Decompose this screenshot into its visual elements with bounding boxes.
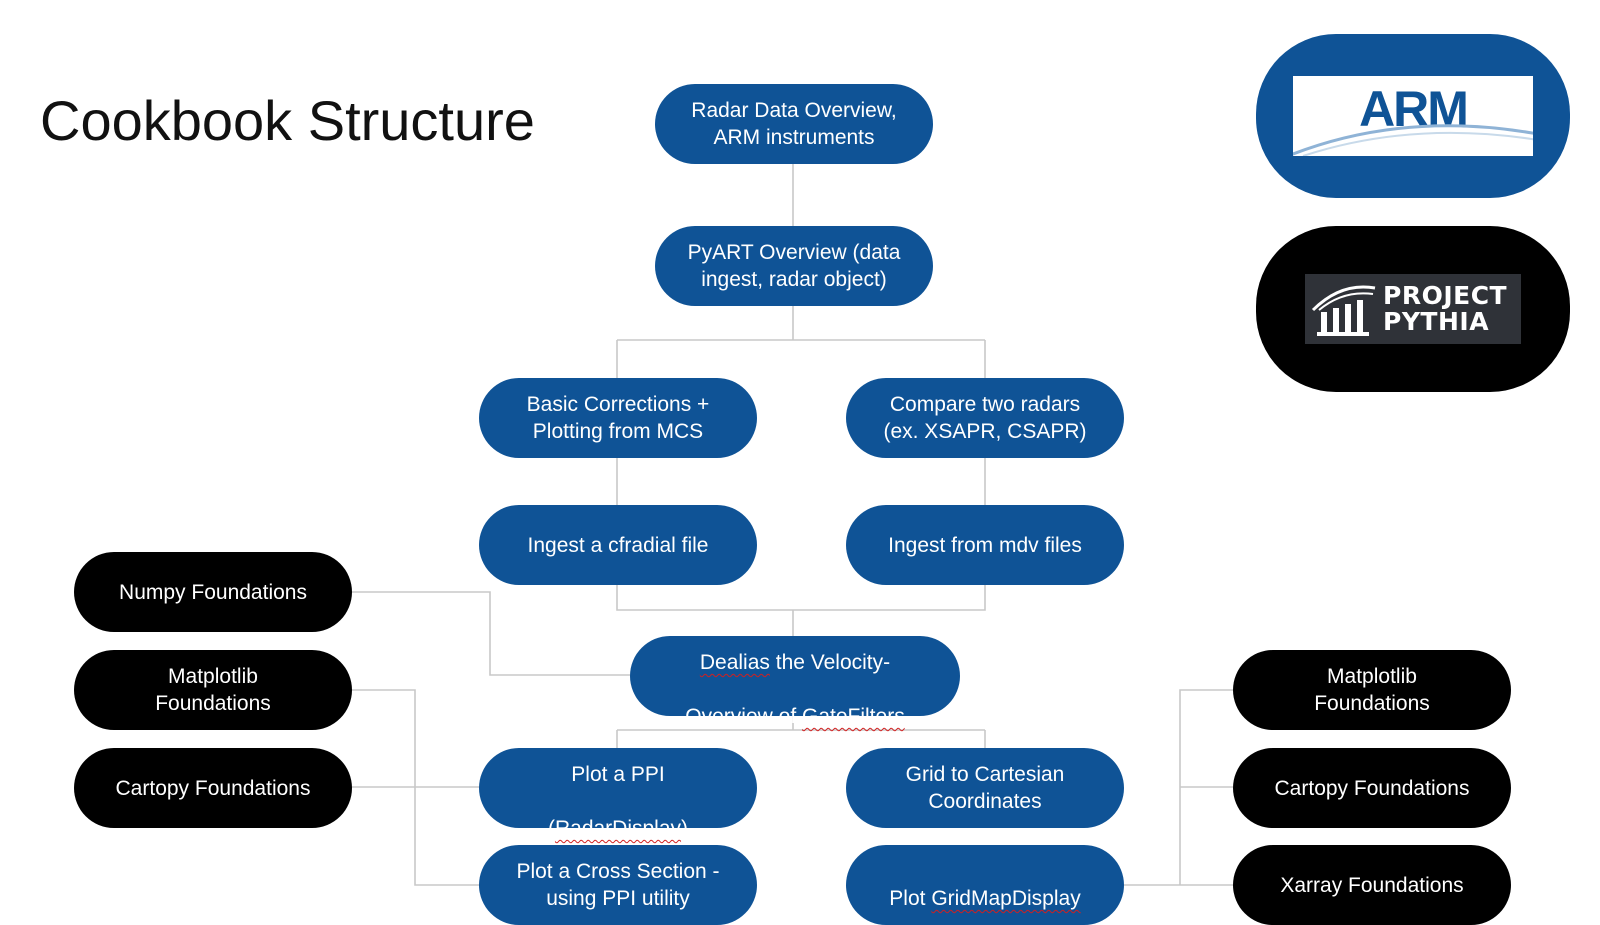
node-label: Dealias the Velocity- Overview of GateFi… — [685, 622, 904, 730]
node-plot-ppi: Plot a PPI (RadarDisplay) — [479, 748, 757, 840]
node-dealias-velocity: Dealias the Velocity- Overview of GateFi… — [630, 636, 960, 728]
node-matplotlib-foundations-left: Matplotlib Foundations — [74, 650, 352, 730]
node-label-part: ) — [681, 817, 689, 840]
spell-underlined-word: RadarDisplay — [554, 817, 682, 840]
node-label: Plot a PPI (RadarDisplay) — [548, 734, 688, 842]
node-cartopy-foundations-left: Cartopy Foundations — [74, 748, 352, 828]
node-label: Compare two radars (ex. XSAPR, CSAPR) — [883, 393, 1087, 443]
node-pyart-overview: PyART Overview (data ingest, radar objec… — [655, 226, 933, 306]
pythia-logo-text: PROJECT PYTHIA — [1383, 281, 1508, 336]
node-label: Ingest from mdv files — [888, 533, 1082, 557]
node-xarray-foundations: Xarray Foundations — [1233, 845, 1511, 925]
edge-numpy-to-dealias — [350, 591, 630, 676]
node-grid-to-cartesian: Grid to Cartesian Coordinates — [846, 748, 1124, 828]
node-compare-two-radars: Compare two radars (ex. XSAPR, CSAPR) — [846, 378, 1124, 458]
edge-pyart-to-branches — [616, 304, 986, 378]
node-plot-cross-section: Plot a Cross Section - using PPI utility — [479, 845, 757, 925]
node-label: Grid to Cartesian Coordinates — [905, 763, 1065, 813]
node-label: Xarray Foundations — [1280, 873, 1464, 897]
node-label: Ingest a cfradial file — [527, 533, 709, 557]
edge-left-foundations — [350, 689, 480, 886]
arm-arc-icon — [1293, 124, 1533, 156]
arm-logo: ARM — [1293, 76, 1533, 156]
node-label: Matplotlib Foundations — [1314, 665, 1430, 715]
node-radar-data-overview: Radar Data Overview, ARM instruments — [655, 84, 933, 164]
node-matplotlib-foundations-right: Matplotlib Foundations — [1233, 650, 1511, 730]
spell-underlined-word: Dealias — [699, 651, 770, 674]
spell-underlined-word: GridMapDisplay — [931, 887, 1081, 910]
node-label: Radar Data Overview, ARM instruments — [691, 99, 897, 149]
node-plot-gridmapdisplay: Plot GridMapDisplay — [846, 845, 1124, 925]
page-title: Cookbook Structure — [40, 89, 535, 152]
node-label-part: Plot — [889, 887, 932, 910]
temple-icon — [1311, 285, 1376, 336]
node-label: PyART Overview (data ingest, radar objec… — [687, 241, 901, 291]
node-numpy-foundations: Numpy Foundations — [74, 552, 352, 632]
node-ingest-cfradial: Ingest a cfradial file — [479, 505, 757, 585]
node-label: Basic Corrections + Plotting from MCS — [526, 393, 710, 443]
edge-dealias-split — [616, 714, 986, 748]
node-label-part: ( — [547, 817, 555, 840]
node-basic-corrections: Basic Corrections + Plotting from MCS — [479, 378, 757, 458]
node-label-part: Plot a PPI — [571, 763, 665, 786]
edge-ingest-merge — [616, 584, 986, 636]
node-label-part: the Velocity- — [769, 651, 891, 674]
node-label: Matplotlib Foundations — [155, 665, 271, 715]
node-label: Numpy Foundations — [119, 580, 307, 604]
spell-underlined-word: GateFilters — [802, 705, 905, 728]
node-cartopy-foundations-right: Cartopy Foundations — [1233, 748, 1511, 828]
node-label: Cartopy Foundations — [1274, 776, 1470, 800]
node-label: Plot a Cross Section - using PPI utility — [516, 860, 720, 910]
node-label: Cartopy Foundations — [115, 776, 311, 800]
node-label-part: Overview of — [685, 705, 802, 728]
node-ingest-mdv: Ingest from mdv files — [846, 505, 1124, 585]
project-pythia-logo: PROJECT PYTHIA — [1305, 274, 1521, 344]
edge-right-foundations — [1124, 689, 1233, 886]
node-label: Plot GridMapDisplay — [889, 858, 1080, 912]
